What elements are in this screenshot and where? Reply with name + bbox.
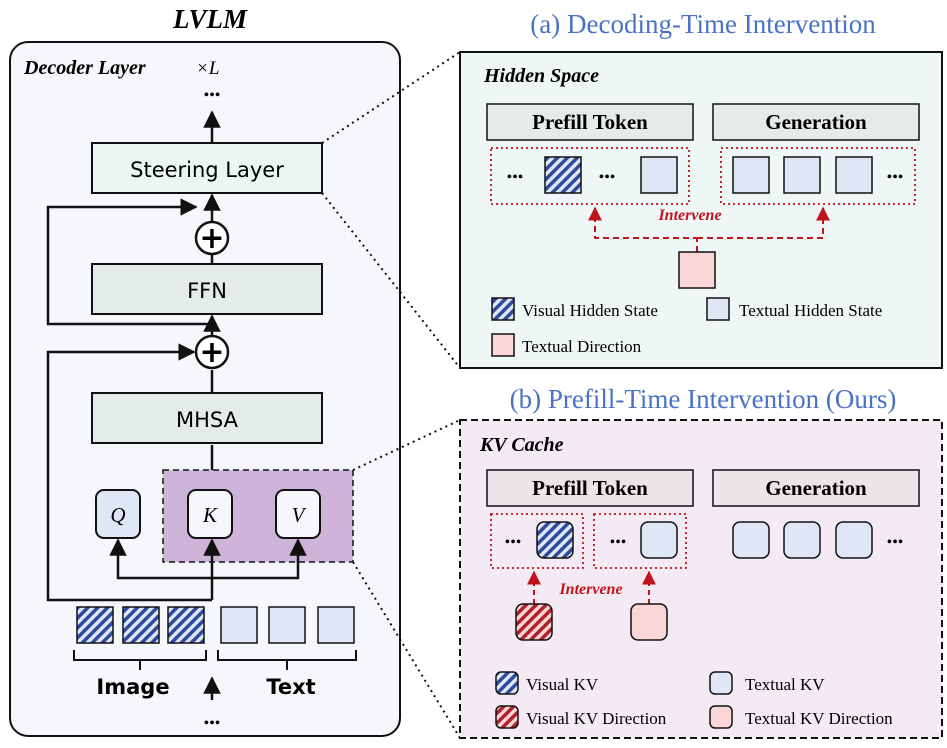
bottom-ellipsis: ••• [204,715,221,732]
panel-b-gen-kv [732,521,770,559]
panel-a-generation-group [720,147,916,205]
q-input-arrow [109,538,212,580]
panel-b-textual-direction [630,603,668,641]
legend-b-textual-kv-swatch [709,671,733,695]
panel-a-prefill-label: Prefill Token [532,110,648,134]
panel-b-visual-kv [536,521,574,559]
residual-loop-2 [46,343,212,602]
steering-layer-label: Steering Layer [130,158,284,182]
image-brace [73,650,207,670]
legend-b-visual-kv-label: Visual KV [526,675,599,694]
v-input-arrow [212,538,307,580]
panel-b-gen-kv [835,521,873,559]
image-label: Image [96,675,169,699]
panel-a-gen-state [732,156,770,194]
text-label: Text [266,675,315,699]
panel-a-generation-header [712,103,920,141]
image-token [76,606,114,644]
residual-add-2-symbol: + [199,335,224,370]
panel-a-gen-state [835,156,873,194]
mhsa-label: MHSA [176,408,239,432]
panel-a-intervene-label: Intervene [657,207,721,224]
legend-a-textual-swatch [706,297,730,321]
panel-b-space-label: KV Cache [479,434,564,456]
query-box[interactable] [95,489,141,539]
residual-add-2 [194,334,230,370]
panel-a-title: (a) Decoding-Time Intervention [530,9,876,39]
legend-b-visual-dir-swatch [495,705,519,729]
panel-a-prefill-group [490,147,690,205]
panel-a-gen-ellipsis: ••• [887,169,904,186]
panel-a-prefill-ellipsis-2: ••• [599,169,616,186]
value-label: V [292,503,307,527]
panel-a-prefill-header [486,103,694,141]
key-box[interactable] [187,489,233,539]
repeat-label: ×L [196,58,219,79]
panel-a-prefill-ellipsis-1: ••• [507,169,524,186]
legend-b-textual-kv-label: Textual KV [745,675,825,694]
panel-b-gen-kv [783,521,821,559]
panel-a-gen-state [783,156,821,194]
legend-a-visual-swatch [491,297,515,321]
panel-a-textual-state [640,156,678,194]
connector-b-top [352,419,461,471]
query-label: Q [110,503,125,527]
connector-b-bottom [352,561,461,739]
text-token [317,606,355,644]
text-token [268,606,306,644]
legend-b-textual-dir-label: Textual KV Direction [745,709,893,728]
panel-a-space-label: Hidden Space [483,65,599,87]
panel-b-prefill-label: Prefill Token [532,476,648,500]
top-ellipsis: ••• [204,87,221,104]
panel-a-generation-label: Generation [765,110,867,134]
text-tokens [220,606,355,644]
legend-a-direction-label: Textual Direction [522,337,642,356]
legend-a-textual-label: Textual Hidden State [739,301,882,320]
panel-b-intervene-label: Intervene [558,581,622,598]
panel-a-intervene-path-right [697,206,830,239]
image-tokens [76,606,205,644]
legend-a-direction-swatch [491,333,515,357]
panel-b-generation-header [712,469,920,507]
ffn-label: FFN [187,279,227,303]
text-brace [217,650,357,670]
residual-loop-1 [46,198,212,326]
connector-a-bottom [321,192,461,369]
image-token [122,606,160,644]
legend-b-visual-dir-label: Visual KV Direction [526,709,667,728]
legend-a-visual-label: Visual Hidden State [522,301,658,320]
panel-a-textual-direction [678,251,716,289]
steering-layer-block[interactable] [91,142,323,194]
residual-add-1-symbol: + [199,221,224,256]
panel-b-visual-kv-group [490,513,584,569]
legend-b-textual-dir-swatch [709,705,733,729]
panel-b-visual-direction [515,603,553,641]
mhsa-block[interactable] [91,392,323,444]
image-token [167,606,205,644]
panel-b-textual-kv [640,521,678,559]
panel-b-title: (b) Prefill-Time Intervention (Ours) [510,384,897,414]
panel-b-textual-kv-group [593,513,687,569]
panel-b-visual-ellipsis: ••• [505,534,522,551]
panel-a-visual-state [544,156,582,194]
value-box[interactable] [275,489,321,539]
legend-b-visual-kv-swatch [495,671,519,695]
ffn-block[interactable] [91,263,323,315]
key-label: K [202,503,218,527]
panel-b-textual-ellipsis: ••• [610,534,627,551]
lvlm-title: LVLM [172,4,248,34]
text-token [220,606,258,644]
decoder-layer-label: Decoder Layer [23,57,146,79]
panel-b-prefill-header [486,469,694,507]
panel-b-gen-ellipsis: ••• [887,534,904,551]
panel-b-generation-label: Generation [765,476,867,500]
